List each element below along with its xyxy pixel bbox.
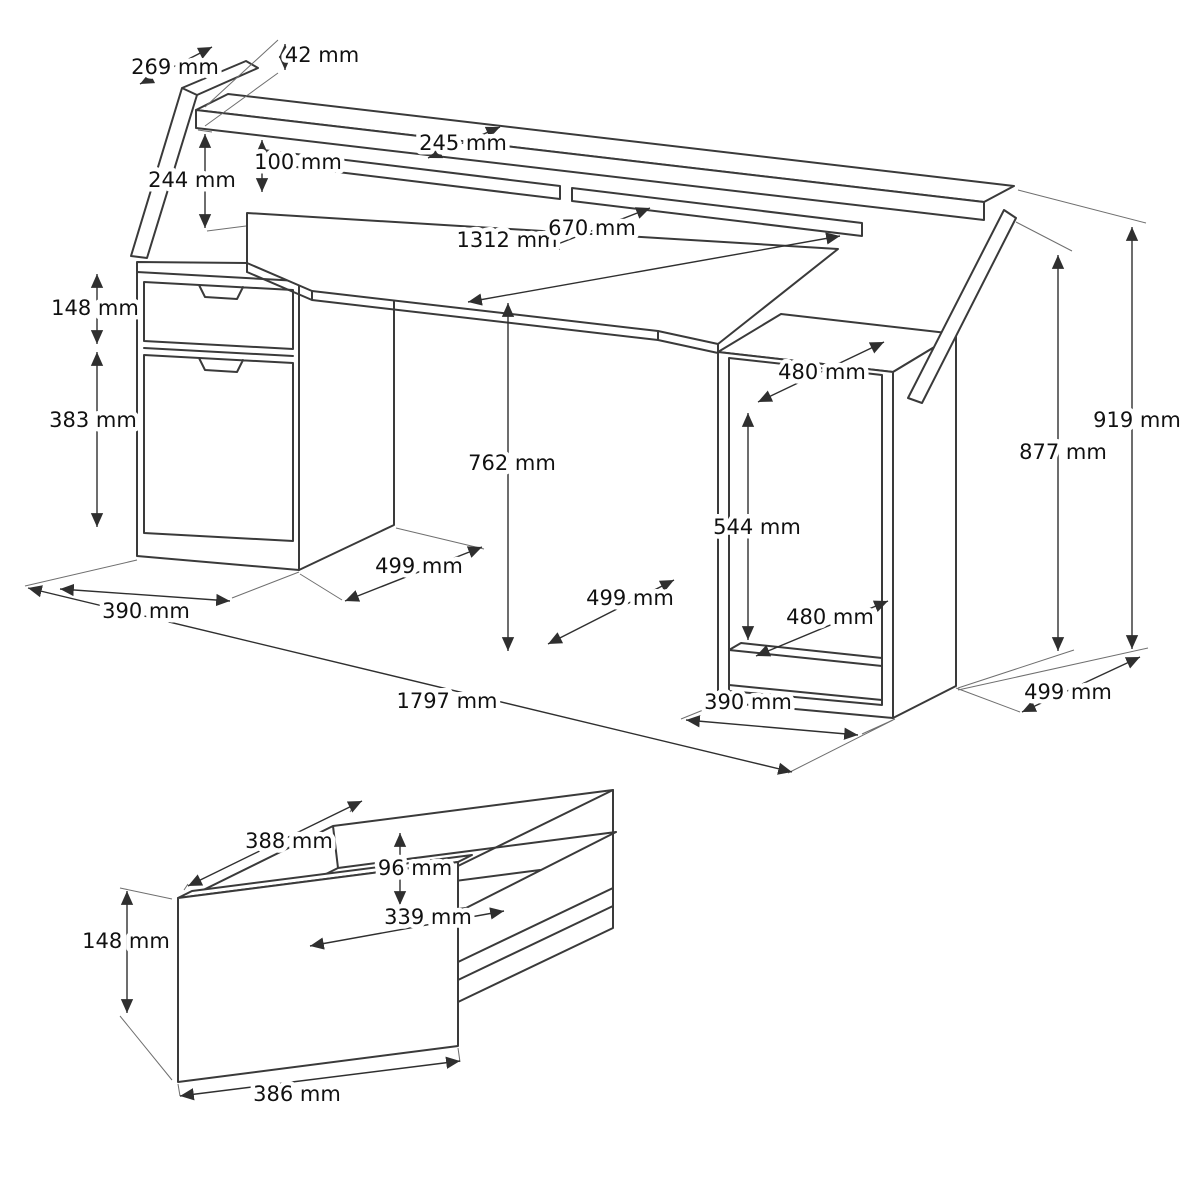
monitor-shelf-top — [195, 93, 1015, 203]
right-riser-panel — [907, 209, 1017, 404]
dim-label-100mm: 100 mm — [254, 150, 342, 174]
dim-label-245mm: 245 mm — [419, 131, 507, 155]
dim-label-148mm-left: 148 mm — [51, 296, 139, 320]
dim-label-386mm: 386 mm — [253, 1082, 341, 1106]
dim-label-339mm: 339 mm — [384, 905, 472, 929]
extension-lines-drawer — [119, 801, 461, 1097]
dim-label-244mm: 244 mm — [148, 168, 236, 192]
dim-line-386mm — [179, 1056, 461, 1101]
dim-line-1797mm — [27, 585, 793, 775]
dim-label-480mm-top: 480 mm — [778, 360, 866, 384]
dim-line-670mm — [544, 207, 651, 250]
dim-label-919mm: 919 mm — [1093, 408, 1181, 432]
dim-label-499mm-middle: 499 mm — [586, 586, 674, 610]
dim-line-1312mm — [467, 232, 841, 306]
dim-label-388mm: 388 mm — [245, 829, 333, 853]
shelf-rail-right — [571, 187, 863, 237]
dim-label-877mm: 877 mm — [1019, 440, 1107, 464]
monitor-shelf-front — [195, 109, 985, 221]
desk-drawing — [130, 60, 1017, 719]
desk-dimensions: 42 mm 269 mm 244 mm 100 mm 245 mm 1312 m… — [24, 39, 1185, 775]
dim-label-499mm-right: 499 mm — [1024, 680, 1112, 704]
dim-label-1797mm: 1797 mm — [396, 689, 497, 713]
dim-label-390mm-left: 390 mm — [102, 599, 190, 623]
drawer-detail-drawing — [177, 789, 617, 1083]
dim-line-388mm — [187, 800, 363, 887]
dim-label-383mm: 383 mm — [49, 408, 137, 432]
dim-label-762mm: 762 mm — [468, 451, 556, 475]
left-pedestal-door-front — [143, 354, 294, 542]
dim-line-245mm — [427, 126, 501, 159]
dim-line-269mm — [139, 46, 213, 85]
left-pedestal-front — [136, 271, 300, 571]
dim-label-96mm: 96 mm — [378, 856, 452, 880]
dim-label-670mm: 670 mm — [548, 216, 636, 240]
dim-line-339mm — [309, 907, 505, 950]
dim-line-480mm-top — [757, 341, 885, 403]
desktop-front-edge — [136, 261, 719, 354]
dim-label-148mm-drawer: 148 mm — [82, 929, 170, 953]
drawer-right-side — [457, 789, 614, 1003]
dim-label-269mm: 269 mm — [131, 55, 219, 79]
left-pedestal-drawer-front — [143, 281, 294, 357]
dim-line-499mm-right — [1021, 656, 1141, 713]
drawer-dimensions: 388 mm 96 mm 339 mm 148 mm 386 mm — [78, 800, 505, 1111]
drawer-front-panel — [177, 861, 459, 1083]
dim-line-390mm-right — [685, 715, 859, 740]
dim-label-544mm: 544 mm — [713, 515, 801, 539]
left-riser-panel — [130, 60, 259, 259]
dim-label-42mm: 42 mm — [285, 43, 359, 67]
extension-lines-desk — [24, 39, 1149, 774]
dim-label-390mm-right: 390 mm — [704, 690, 792, 714]
dim-label-499mm-left: 499 mm — [375, 554, 463, 578]
dim-label-1312mm: 1312 mm — [456, 228, 557, 252]
drawer-side-rails — [457, 887, 614, 981]
dim-label-480mm-bottom: 480 mm — [786, 605, 874, 629]
